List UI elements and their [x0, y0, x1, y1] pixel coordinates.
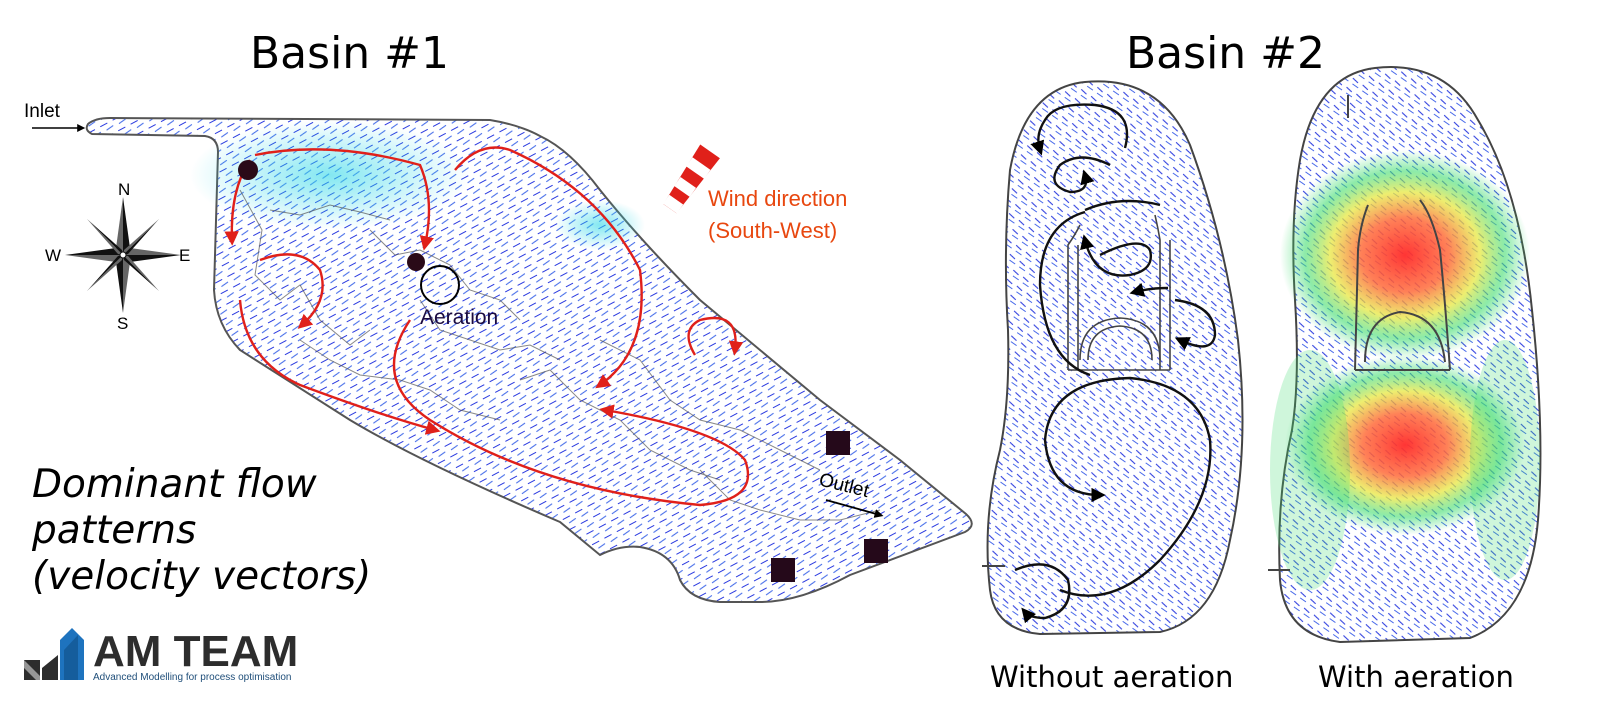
flow-arrow	[1030, 103, 1129, 156]
aeration-circle-icon	[420, 265, 460, 305]
aeration-velocity-zone	[1280, 150, 1530, 360]
flow-streamlines-without	[1014, 103, 1217, 624]
flow-arrow	[1080, 234, 1152, 277]
aeration-label: Aeration	[420, 306, 498, 329]
wind-direction-line2: (South-West)	[708, 218, 838, 243]
compass-west-label: W	[45, 246, 61, 265]
flow-arrow	[1129, 282, 1169, 297]
flow-pattern-description: Dominant flow patterns (velocity vectors…	[32, 462, 371, 600]
high-velocity-zone	[555, 200, 645, 250]
caption-with-aeration: With aeration	[1318, 660, 1514, 694]
basin1-outline	[85, 116, 973, 603]
basin2-outline-without	[986, 80, 1244, 636]
flow-arrow	[254, 148, 434, 251]
wind-direction-label: Wind direction (South-West)	[708, 183, 847, 247]
basin1-title: Basin #1	[250, 28, 450, 79]
flow-arrow	[1084, 199, 1161, 212]
sampling-point-marker	[238, 160, 258, 180]
logo-name: AM TEAM	[93, 627, 299, 676]
compass-east-label: E	[179, 246, 190, 265]
basin1-contours	[239, 189, 881, 521]
description-line1: Dominant flow	[32, 462, 317, 507]
caption-without-aeration: Without aeration	[990, 660, 1234, 694]
logo-tagline: Advanced Modelling for process optimisat…	[93, 672, 292, 683]
flow-arrow	[392, 319, 750, 507]
basin2-structure	[1067, 214, 1171, 371]
flow-arrow	[454, 146, 643, 389]
flow-arrow	[1038, 210, 1091, 377]
aeration-velocity-zone	[1470, 340, 1540, 580]
outlet-arrow	[825, 499, 884, 518]
basin2-without-aeration-diagram	[982, 80, 1244, 636]
flow-arrow	[259, 253, 324, 329]
basin2-structure-with	[1347, 95, 1451, 371]
basin1-diagram: Inlet Aeration Outlet	[24, 101, 973, 603]
compass-south-label: S	[117, 314, 128, 333]
outlet-marker	[826, 431, 850, 455]
flow-arrow	[1053, 156, 1111, 194]
sampling-point-marker	[407, 253, 425, 271]
windsock-icon	[662, 144, 720, 214]
flow-arrow	[687, 316, 744, 356]
flow-arrow	[1174, 298, 1217, 351]
basin2-title: Basin #2	[1126, 28, 1326, 79]
flow-arrow	[1014, 563, 1071, 624]
description-line2: patterns	[32, 508, 197, 553]
compass-north-label: N	[118, 180, 130, 199]
compass-rose-icon: N S E W	[45, 180, 190, 333]
flow-arrow	[238, 299, 441, 435]
outlet-marker	[864, 539, 888, 563]
wind-direction-line1: Wind direction	[708, 186, 848, 211]
flow-arrow	[1043, 376, 1212, 597]
description-line3: (velocity vectors)	[32, 554, 372, 599]
high-velocity-zone	[190, 120, 470, 230]
basin2-with-aeration-diagram	[1268, 66, 1542, 644]
am-team-logo-icon	[24, 628, 84, 680]
inlet-label: Inlet	[24, 101, 61, 122]
outlet-marker	[771, 558, 795, 582]
aeration-velocity-zone	[1270, 350, 1350, 590]
aeration-velocity-zone	[1285, 355, 1525, 535]
